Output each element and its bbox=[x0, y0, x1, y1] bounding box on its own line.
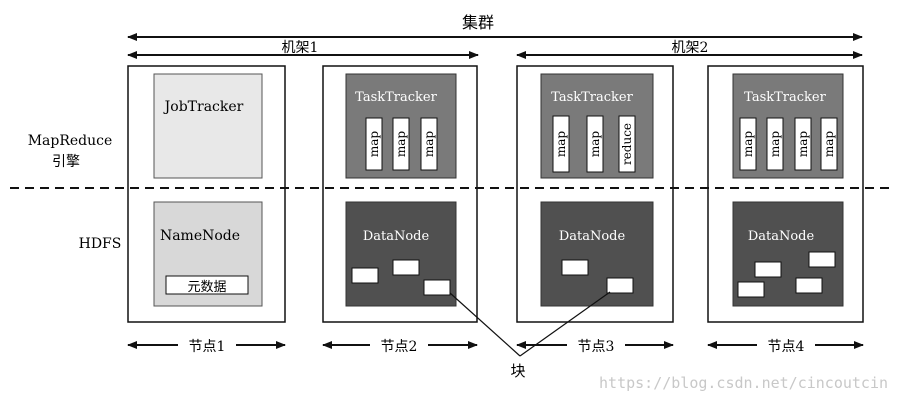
task-slot bbox=[552, 115, 570, 173]
node4-tasktracker-title: TaskTracker bbox=[744, 90, 826, 105]
task-slot-label: map bbox=[768, 131, 782, 158]
task-slot-label: map bbox=[741, 131, 755, 158]
data-block bbox=[351, 267, 379, 284]
node4-task-slots: map map map map bbox=[739, 117, 838, 171]
namenode-title: NameNode bbox=[160, 228, 240, 244]
task-slot bbox=[794, 117, 812, 171]
rack1-label: 机架1 bbox=[282, 40, 319, 56]
data-block bbox=[606, 277, 634, 294]
node4-label: 节点4 bbox=[768, 339, 805, 355]
task-slot bbox=[365, 117, 383, 171]
metadata-label: 元数据 bbox=[187, 280, 226, 295]
node1-label: 节点1 bbox=[189, 339, 226, 355]
node3-tasktracker-title: TaskTracker bbox=[551, 90, 633, 105]
node2-task-slots: map map map bbox=[365, 117, 438, 171]
task-slot bbox=[766, 117, 784, 171]
task-slot-label: reduce bbox=[620, 123, 634, 165]
task-slot-label: map bbox=[822, 131, 836, 158]
hdfs-layer-label: HDFS bbox=[79, 236, 122, 252]
task-slot-label: map bbox=[796, 131, 810, 158]
mapreduce-engine-label: 引擎 bbox=[52, 154, 80, 170]
node3-task-slots: map map reduce bbox=[552, 115, 636, 173]
node4-datanode-title: DataNode bbox=[748, 229, 815, 244]
node2-datanode-title: DataNode bbox=[363, 229, 430, 244]
task-slot bbox=[420, 117, 438, 171]
mapreduce-layer-label: MapReduce bbox=[28, 133, 113, 149]
data-block bbox=[808, 251, 836, 268]
node3-label: 节点3 bbox=[578, 339, 615, 355]
rack2-label: 机架2 bbox=[672, 40, 709, 56]
block-label: 块 bbox=[510, 362, 525, 380]
task-slot bbox=[618, 115, 636, 173]
data-block bbox=[737, 281, 765, 298]
cluster-label: 集群 bbox=[462, 13, 494, 32]
task-slot-label: map bbox=[394, 131, 408, 158]
task-slot bbox=[739, 117, 757, 171]
node2-label: 节点2 bbox=[381, 339, 418, 355]
jobtracker-box bbox=[153, 73, 263, 179]
data-block bbox=[561, 259, 589, 276]
task-slot-label: map bbox=[554, 131, 568, 158]
task-slot bbox=[392, 117, 410, 171]
task-slot bbox=[586, 115, 604, 173]
task-slot-label: map bbox=[367, 131, 381, 158]
jobtracker-title: JobTracker bbox=[163, 99, 244, 115]
block-pointer-line bbox=[449, 292, 521, 357]
node3-datanode-box bbox=[540, 201, 654, 307]
node3-datanode-title: DataNode bbox=[559, 229, 626, 244]
data-block bbox=[392, 259, 420, 276]
data-block bbox=[423, 279, 451, 296]
watermark: https://blog.csdn.net/cincoutcin bbox=[599, 374, 888, 392]
node2-tasktracker-title: TaskTracker bbox=[355, 90, 437, 105]
task-slot-label: map bbox=[422, 131, 436, 158]
data-block bbox=[795, 277, 823, 294]
task-slot-label: map bbox=[588, 131, 602, 158]
data-block bbox=[754, 261, 782, 278]
metadata-box bbox=[165, 275, 249, 295]
task-slot bbox=[820, 117, 838, 171]
